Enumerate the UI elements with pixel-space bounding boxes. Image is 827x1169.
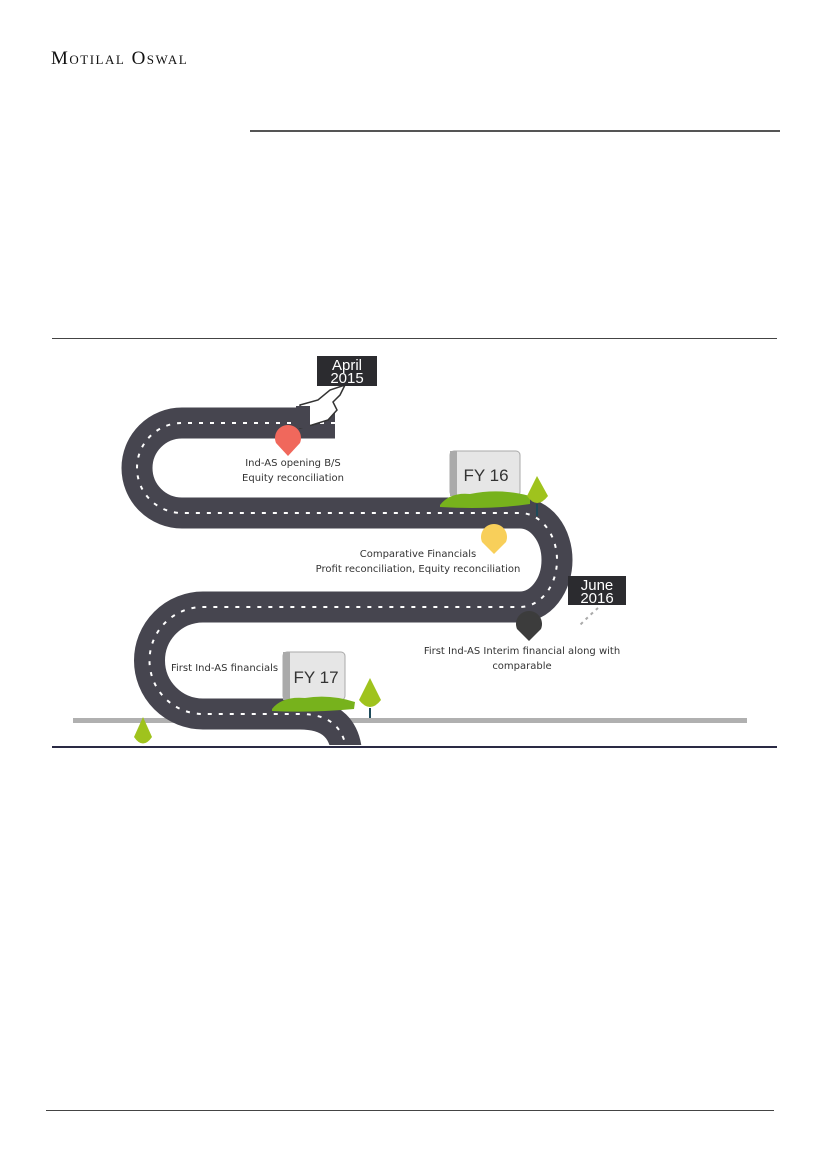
pointing-hand-icon bbox=[296, 383, 347, 429]
svg-text:2015: 2015 bbox=[330, 370, 363, 387]
svg-text:June: June bbox=[581, 577, 614, 594]
svg-text:FY 16: FY 16 bbox=[463, 466, 508, 485]
milestone-1-line1: Ind-AS opening B/S bbox=[245, 458, 341, 469]
milestone-2-line2: Profit reconciliation, Equity reconcilia… bbox=[316, 564, 521, 575]
location-pin-icon bbox=[516, 611, 542, 641]
header-rule bbox=[250, 130, 780, 132]
road-dashes bbox=[136, 422, 558, 745]
figure-bottom-rule bbox=[52, 746, 777, 748]
milestone-3-line2: comparable bbox=[492, 661, 551, 672]
milestone-2-line1: Comparative Financials bbox=[360, 549, 477, 560]
ground-line bbox=[73, 718, 747, 723]
milestone-4-label: First Ind-AS financials bbox=[171, 663, 278, 674]
tree-icon bbox=[134, 717, 152, 744]
location-pin-icon bbox=[275, 425, 302, 456]
tree-icon bbox=[359, 678, 381, 718]
svg-text:FY 17: FY 17 bbox=[293, 668, 338, 687]
april-2015-sign: April 2015 bbox=[317, 356, 377, 387]
milestone-3-line1: First Ind-AS Interim financial along wit… bbox=[424, 646, 620, 657]
company-logo: Motilal Oswal bbox=[51, 48, 189, 69]
june-2016-sign: June 2016 bbox=[568, 576, 626, 626]
location-pin-icon bbox=[481, 524, 508, 554]
fy17-marker: FY 17 bbox=[272, 651, 355, 712]
fy16-marker: FY 16 bbox=[440, 450, 530, 508]
milestone-1-line2: Equity reconciliation bbox=[242, 473, 344, 484]
figure-top-rule bbox=[52, 338, 777, 339]
svg-text:April: April bbox=[332, 357, 362, 374]
svg-text:2016: 2016 bbox=[580, 590, 613, 607]
tree-icon bbox=[527, 476, 548, 516]
footer-rule bbox=[46, 1110, 774, 1111]
